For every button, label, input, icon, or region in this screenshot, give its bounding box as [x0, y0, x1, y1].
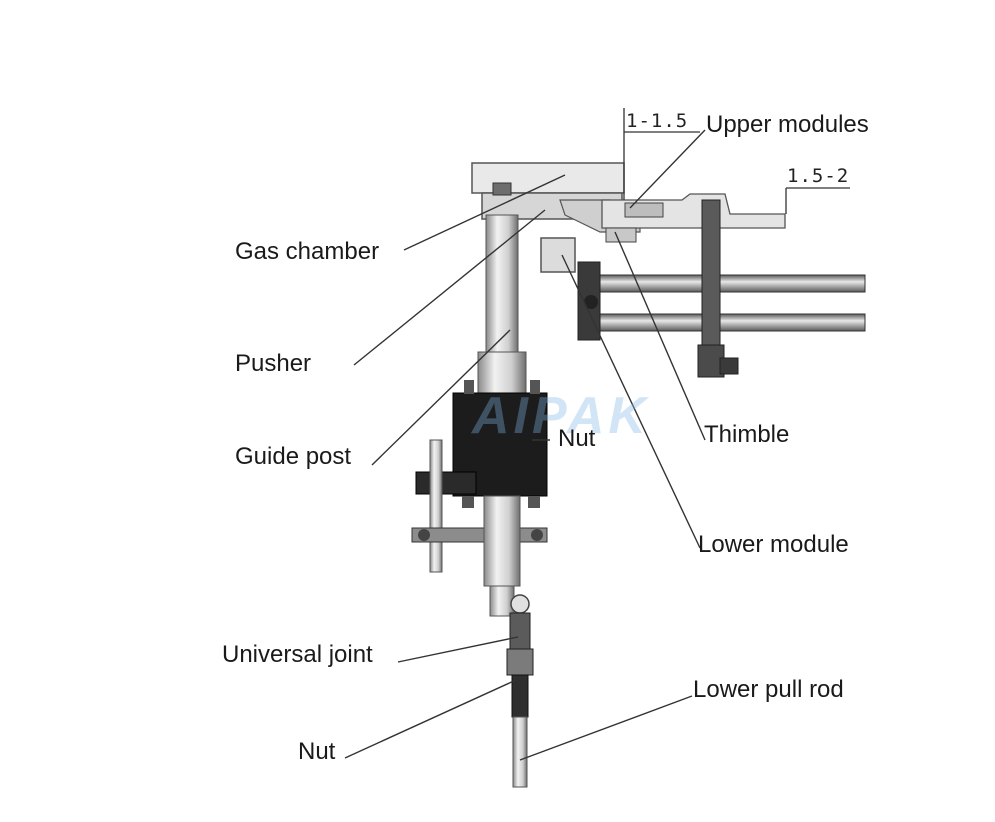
- right-vertical-post: [697, 199, 739, 378]
- horizontal-bars: [579, 274, 866, 332]
- label-lower-pull-rod: Lower pull rod: [693, 676, 844, 703]
- universal-joint-shape: [506, 594, 534, 676]
- label-nut-top: Nut: [558, 425, 596, 452]
- cross-bar: [411, 527, 548, 543]
- label-nut-bottom: Nut: [298, 738, 336, 765]
- watermark-text: AIPAK: [472, 387, 650, 445]
- label-lower-module: Lower module: [698, 531, 849, 558]
- lower-module-shape: [540, 237, 601, 341]
- dimension-upper: 1-1.5: [626, 110, 689, 132]
- pull-rod-shape: [511, 674, 529, 788]
- lower-rod: [483, 495, 521, 617]
- right-plate-shape: [601, 193, 786, 243]
- label-gas-chamber: Gas chamber: [235, 238, 380, 265]
- dimension-right: 1.5-2: [787, 165, 850, 187]
- label-upper-modules: Upper modules: [706, 111, 869, 138]
- label-thimble: Thimble: [704, 421, 790, 448]
- label-universal-joint: Universal joint: [222, 641, 373, 668]
- pusher-rod: [477, 214, 527, 395]
- dimension-marks: [623, 108, 850, 214]
- label-guide-post: Guide post: [235, 443, 352, 470]
- leader-lines: [344, 129, 706, 761]
- label-pusher: Pusher: [235, 350, 312, 377]
- guide-post-shape: [429, 439, 443, 573]
